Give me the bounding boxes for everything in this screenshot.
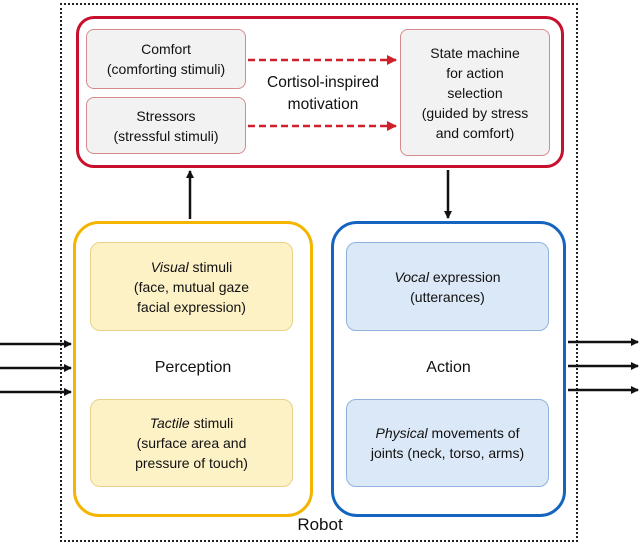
visual-line-2: (face, mutual gaze [133,278,250,295]
state-machine-line-3: selection [447,84,503,101]
robot-boundary [60,3,578,542]
perception-module [73,221,313,517]
vocal-expression-box: Vocal expression (utterances) [346,242,549,331]
tactile-emphasis: Tactile [149,415,190,431]
stressors-title: Stressors [136,107,196,124]
action-label: Action [426,359,471,376]
visual-emphasis: Visual [150,258,189,275]
visual-title-rest: stimuli [188,258,233,275]
vocal-title-rest: expression [428,268,501,285]
action-module [331,221,566,517]
visual-line-3: facial expression) [137,298,246,315]
state-machine-line-5: and comfort) [435,124,515,141]
comfort-description: (comforting stimuli) [106,61,226,77]
robot-label: Robot [297,515,343,534]
state-machine-line-1: State machine [430,44,520,61]
stressors-box: Stressors (stressful stimuli) [86,97,246,154]
vocal-emphasis: Vocal [394,268,429,285]
comfort-title: Comfort [141,41,191,57]
tactile-line-3: pressure of touch) [135,455,248,471]
tactile-title-rest: stimuli [189,415,234,431]
physical-movements-box: Physical movements of joints (neck, tors… [346,399,549,487]
stressors-description: (stressful stimuli) [113,127,219,144]
state-machine-box: State machine for action selection (guid… [400,29,550,156]
vocal-line-2: (utterances) [410,288,485,305]
physical-emphasis: Physical [375,425,428,441]
state-machine-line-4: (guided by stress [421,104,529,121]
physical-line-2: joints (neck, torso, arms) [370,445,525,461]
physical-title-rest: movements of [427,425,520,441]
tactile-line-2: (surface area and [136,435,247,451]
perception-label: Perception [154,359,232,376]
comfort-box: Comfort (comforting stimuli) [86,29,246,89]
visual-stimuli-box: Visual stimuli (face, mutual gaze facial… [90,242,293,331]
motivation-label-line-2: motivation [287,96,359,113]
motivation-module [76,16,564,168]
tactile-stimuli-box: Tactile stimuli (surface area and pressu… [90,399,293,487]
state-machine-line-2: for action [446,64,504,81]
motivation-label-line-1: Cortisol-inspired [267,74,379,91]
motivation-label: Cortisol-inspired motivation [246,72,400,116]
